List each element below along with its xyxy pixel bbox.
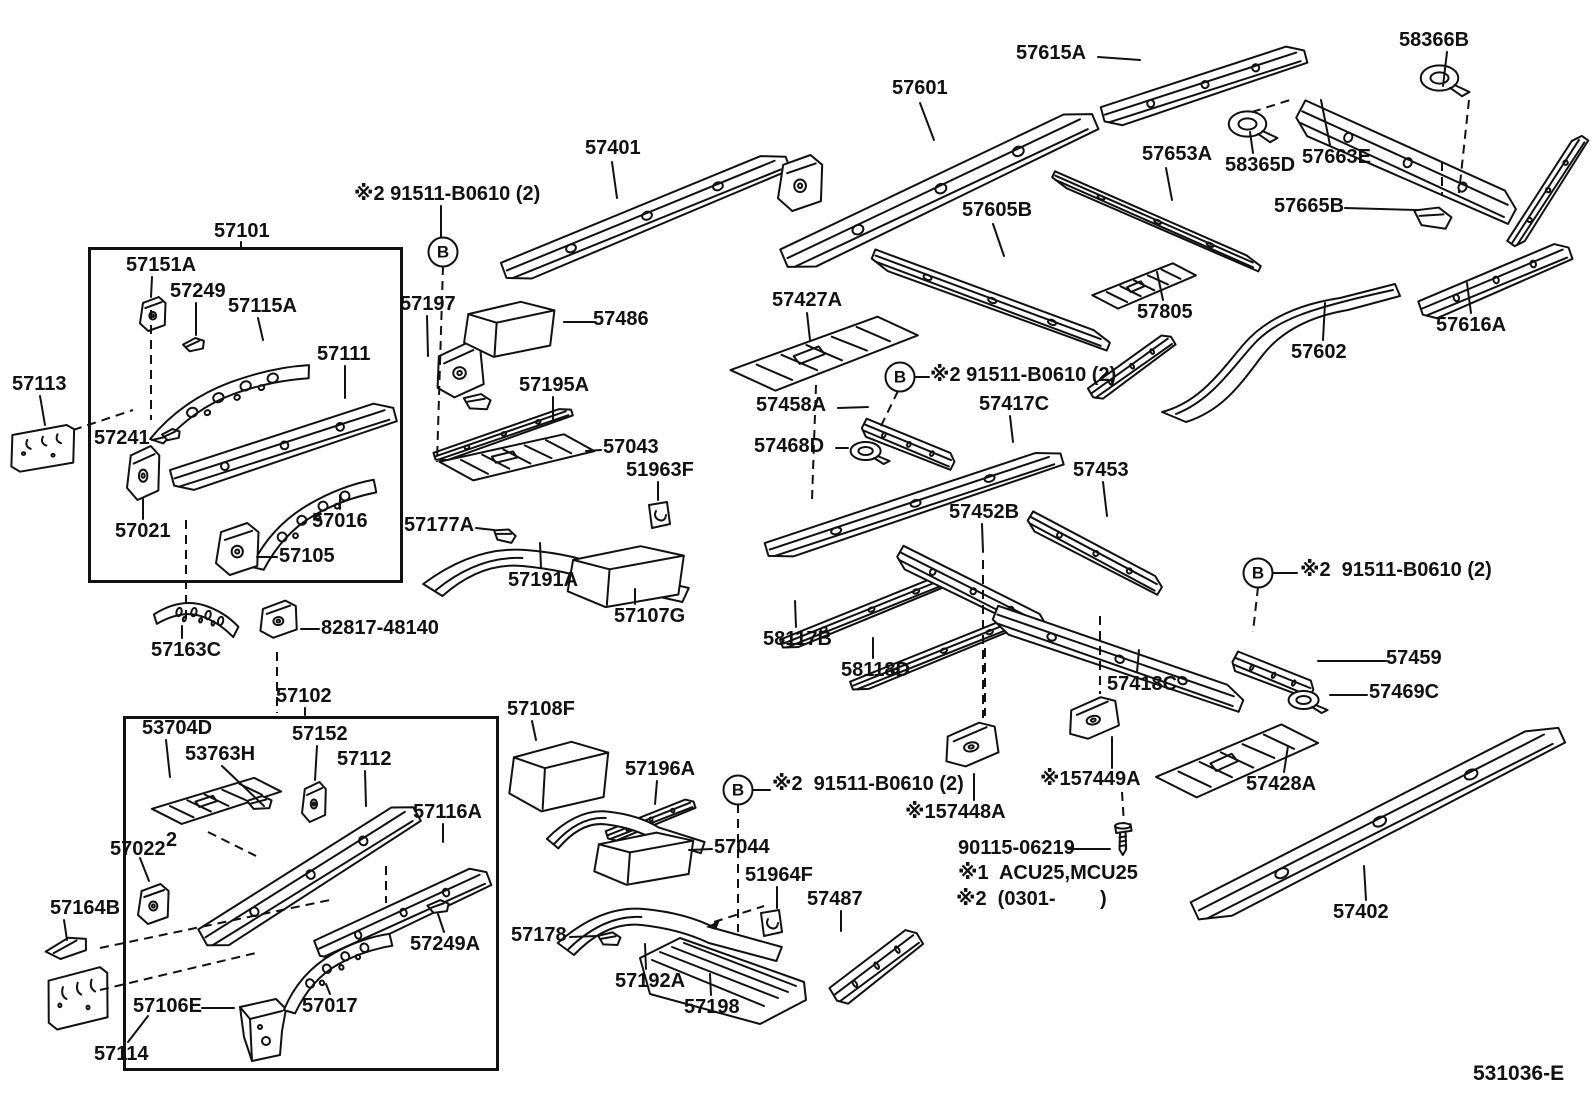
part-label-51963F: 51963F bbox=[626, 459, 694, 481]
part-label-57102: 57102 bbox=[276, 685, 332, 707]
part-label-57469C: 57469C bbox=[1369, 681, 1440, 703]
part-label-57486: 57486 bbox=[593, 308, 649, 330]
part-label-57021: 57021 bbox=[115, 520, 171, 542]
part-label-57249A: 57249A bbox=[410, 933, 481, 955]
part-label-57022: 57022 bbox=[110, 838, 166, 860]
part-label-57164B: 57164B bbox=[50, 897, 121, 919]
part-label-57016: 57016 bbox=[312, 510, 368, 532]
part-label-57487: 57487 bbox=[807, 888, 863, 910]
part-label-57453: 57453 bbox=[1073, 459, 1129, 481]
callout-B-3: B bbox=[1242, 557, 1274, 589]
part-label-57106E: 57106E bbox=[133, 995, 202, 1017]
part-label-57178: 57178 bbox=[511, 924, 567, 946]
part-label-51964F: 51964F bbox=[745, 864, 813, 886]
part-label-57418C: 57418C bbox=[1107, 673, 1178, 695]
part-label-57113: 57113 bbox=[12, 373, 67, 395]
dashed-arrowhead bbox=[706, 920, 720, 930]
part-label-57114: 57114 bbox=[94, 1043, 149, 1065]
part-label-57191A: 57191A bbox=[508, 569, 579, 591]
part-label-57195A: 57195A bbox=[519, 374, 590, 396]
part-label-57151A: 57151A bbox=[126, 254, 197, 276]
part-label-57152: 57152 bbox=[292, 723, 348, 745]
callout-B-2: B bbox=[884, 361, 916, 393]
part-label-20301-: ※2 (0301- ) bbox=[956, 888, 1107, 910]
diagram-code: 531036-E bbox=[1473, 1062, 1565, 1085]
part-label-57452B: 57452B bbox=[949, 501, 1020, 523]
part-label-58365D: 58365D bbox=[1225, 154, 1296, 176]
part-label-2: 2 bbox=[166, 829, 178, 851]
part-label-57427A: 57427A bbox=[772, 289, 843, 311]
part-label-57177A: 57177A bbox=[404, 514, 475, 536]
part-label-57017: 57017 bbox=[302, 995, 358, 1017]
part-label-291511-B06102: ※2 91511-B0610 (2) bbox=[930, 364, 1117, 386]
part-label-57401: 57401 bbox=[585, 137, 641, 159]
callout-B-4: B bbox=[722, 774, 754, 806]
part-label-57805: 57805 bbox=[1137, 301, 1193, 323]
dashed-reference-lines bbox=[73, 100, 1469, 990]
part-label-57044: 57044 bbox=[714, 836, 770, 858]
part-label-57197: 57197 bbox=[400, 293, 456, 315]
part-label-57241: 57241 bbox=[94, 427, 150, 449]
part-label-291511-B06102: ※2 91511-B0610 (2) bbox=[1300, 559, 1492, 581]
part-label-57196A: 57196A bbox=[625, 758, 696, 780]
assembly-box-57102 bbox=[123, 716, 499, 1071]
part-label-57192A: 57192A bbox=[615, 970, 686, 992]
part-label-58117B: 58117B bbox=[763, 628, 832, 650]
part-label-57163C: 57163C bbox=[151, 639, 222, 661]
part-label-57112: 57112 bbox=[337, 748, 392, 770]
assembly-box-57101 bbox=[88, 247, 403, 583]
part-label-1ACU25MCU25: ※1 ACU25,MCU25 bbox=[958, 862, 1138, 884]
part-label-291511-B06102: ※2 91511-B0610 (2) bbox=[772, 773, 964, 795]
part-label-57101: 57101 bbox=[214, 220, 270, 242]
part-label-57665B: 57665B bbox=[1274, 195, 1345, 217]
part-label-157449A: ※157449A bbox=[1040, 768, 1141, 790]
part-label-58118D: 58118D bbox=[841, 659, 910, 681]
callout-B-1: B bbox=[427, 236, 459, 268]
part-label-57468D: 57468D bbox=[754, 435, 825, 457]
part-label-57417C: 57417C bbox=[979, 393, 1050, 415]
leader-lines bbox=[40, 52, 1471, 1042]
part-label-57108F: 57108F bbox=[507, 698, 575, 720]
part-label-57249: 57249 bbox=[170, 280, 226, 302]
part-label-57615A: 57615A bbox=[1016, 42, 1087, 64]
part-label-57459: 57459 bbox=[1386, 647, 1442, 669]
part-label-82817-48140: 82817-48140 bbox=[321, 617, 439, 639]
part-label-57107G: 57107G bbox=[614, 605, 686, 627]
part-label-53704D: 53704D bbox=[142, 717, 213, 739]
part-label-57105: 57105 bbox=[279, 545, 335, 567]
part-label-57116A: 57116A bbox=[413, 801, 482, 823]
part-label-57428A: 57428A bbox=[1246, 773, 1317, 795]
part-label-57653A: 57653A bbox=[1142, 143, 1213, 165]
part-label-57602: 57602 bbox=[1291, 341, 1347, 363]
part-label-53763H: 53763H bbox=[185, 743, 256, 765]
part-label-57198: 57198 bbox=[684, 996, 740, 1018]
part-label-57605B: 57605B bbox=[962, 199, 1033, 221]
part-label-57111: 57111 bbox=[317, 343, 371, 365]
part-label-57402: 57402 bbox=[1333, 901, 1389, 923]
part-label-157448A: ※157448A bbox=[905, 801, 1006, 823]
part-label-57663E: 57663E bbox=[1302, 146, 1371, 168]
part-label-57601: 57601 bbox=[892, 77, 948, 99]
part-label-57043: 57043 bbox=[603, 436, 659, 458]
part-label-57115A: 57115A bbox=[228, 295, 297, 317]
part-label-58366B: 58366B bbox=[1399, 29, 1470, 51]
part-label-291511-B06102: ※2 91511-B0610 (2) bbox=[354, 183, 541, 205]
part-label-57458A: 57458A bbox=[756, 394, 827, 416]
part-label-57616A: 57616A bbox=[1436, 314, 1507, 336]
part-label-90115-06219: 90115-06219 bbox=[958, 837, 1075, 859]
